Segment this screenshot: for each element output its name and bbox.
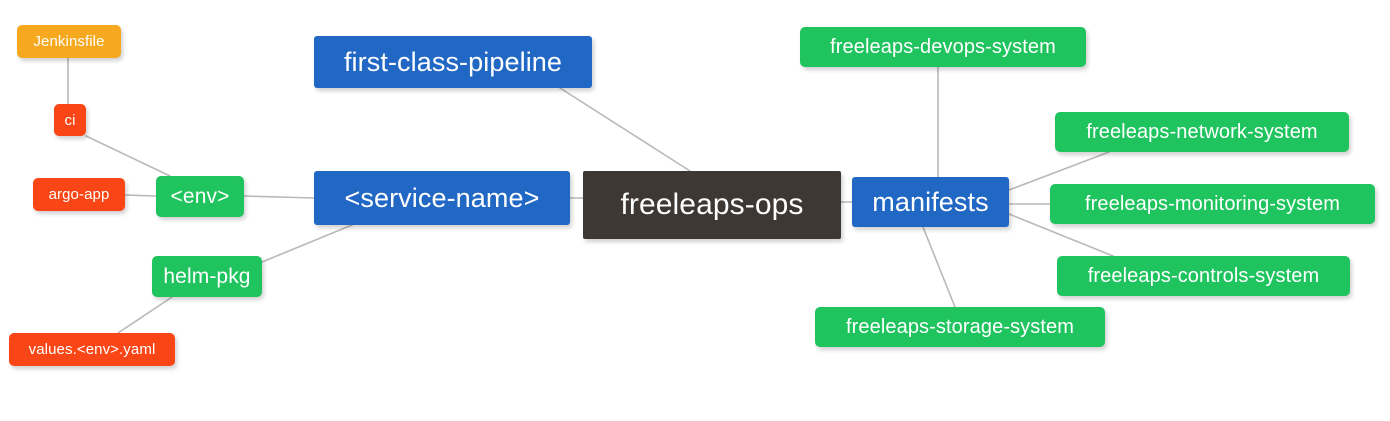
node-label: freeleaps-controls-system: [1087, 265, 1320, 287]
node-ci[interactable]: ci: [54, 104, 86, 136]
node-label: <env>: [170, 185, 230, 208]
node-label: freeleaps-devops-system: [830, 36, 1056, 58]
node-first-class-pipeline[interactable]: first-class-pipeline: [314, 36, 592, 88]
node-manifests[interactable]: manifests: [852, 177, 1009, 227]
node-label: ci: [64, 111, 76, 129]
node-freeleaps-monitoring-system[interactable]: freeleaps-monitoring-system: [1050, 184, 1375, 224]
node-env[interactable]: <env>: [156, 176, 244, 217]
node-freeleaps-controls-system[interactable]: freeleaps-controls-system: [1057, 256, 1350, 296]
node-jenkinsfile[interactable]: Jenkinsfile: [17, 25, 121, 58]
node-label: argo-app: [48, 186, 110, 203]
node-freeleaps-network-system[interactable]: freeleaps-network-system: [1055, 112, 1349, 152]
node-freeleaps-storage-system[interactable]: freeleaps-storage-system: [815, 307, 1105, 347]
node-label: freeleaps-ops: [620, 188, 804, 221]
node-label: Jenkinsfile: [33, 33, 105, 50]
node-label: freeleaps-monitoring-system: [1084, 193, 1340, 215]
node-label: first-class-pipeline: [343, 46, 563, 77]
node-label: <service-name>: [344, 182, 540, 213]
node-argo-app[interactable]: argo-app: [33, 178, 125, 211]
node-values-env-yaml[interactable]: values.<env>.yaml: [9, 333, 175, 366]
node-service-name[interactable]: <service-name>: [314, 171, 570, 225]
node-label: freeleaps-network-system: [1086, 121, 1318, 143]
node-root[interactable]: freeleaps-ops: [583, 171, 841, 239]
node-helm-pkg[interactable]: helm-pkg: [152, 256, 262, 297]
node-label: freeleaps-storage-system: [845, 316, 1075, 338]
node-label: manifests: [872, 186, 989, 217]
node-label: helm-pkg: [163, 265, 251, 288]
node-freeleaps-devops-system[interactable]: freeleaps-devops-system: [800, 27, 1086, 67]
node-label: values.<env>.yaml: [28, 341, 156, 358]
